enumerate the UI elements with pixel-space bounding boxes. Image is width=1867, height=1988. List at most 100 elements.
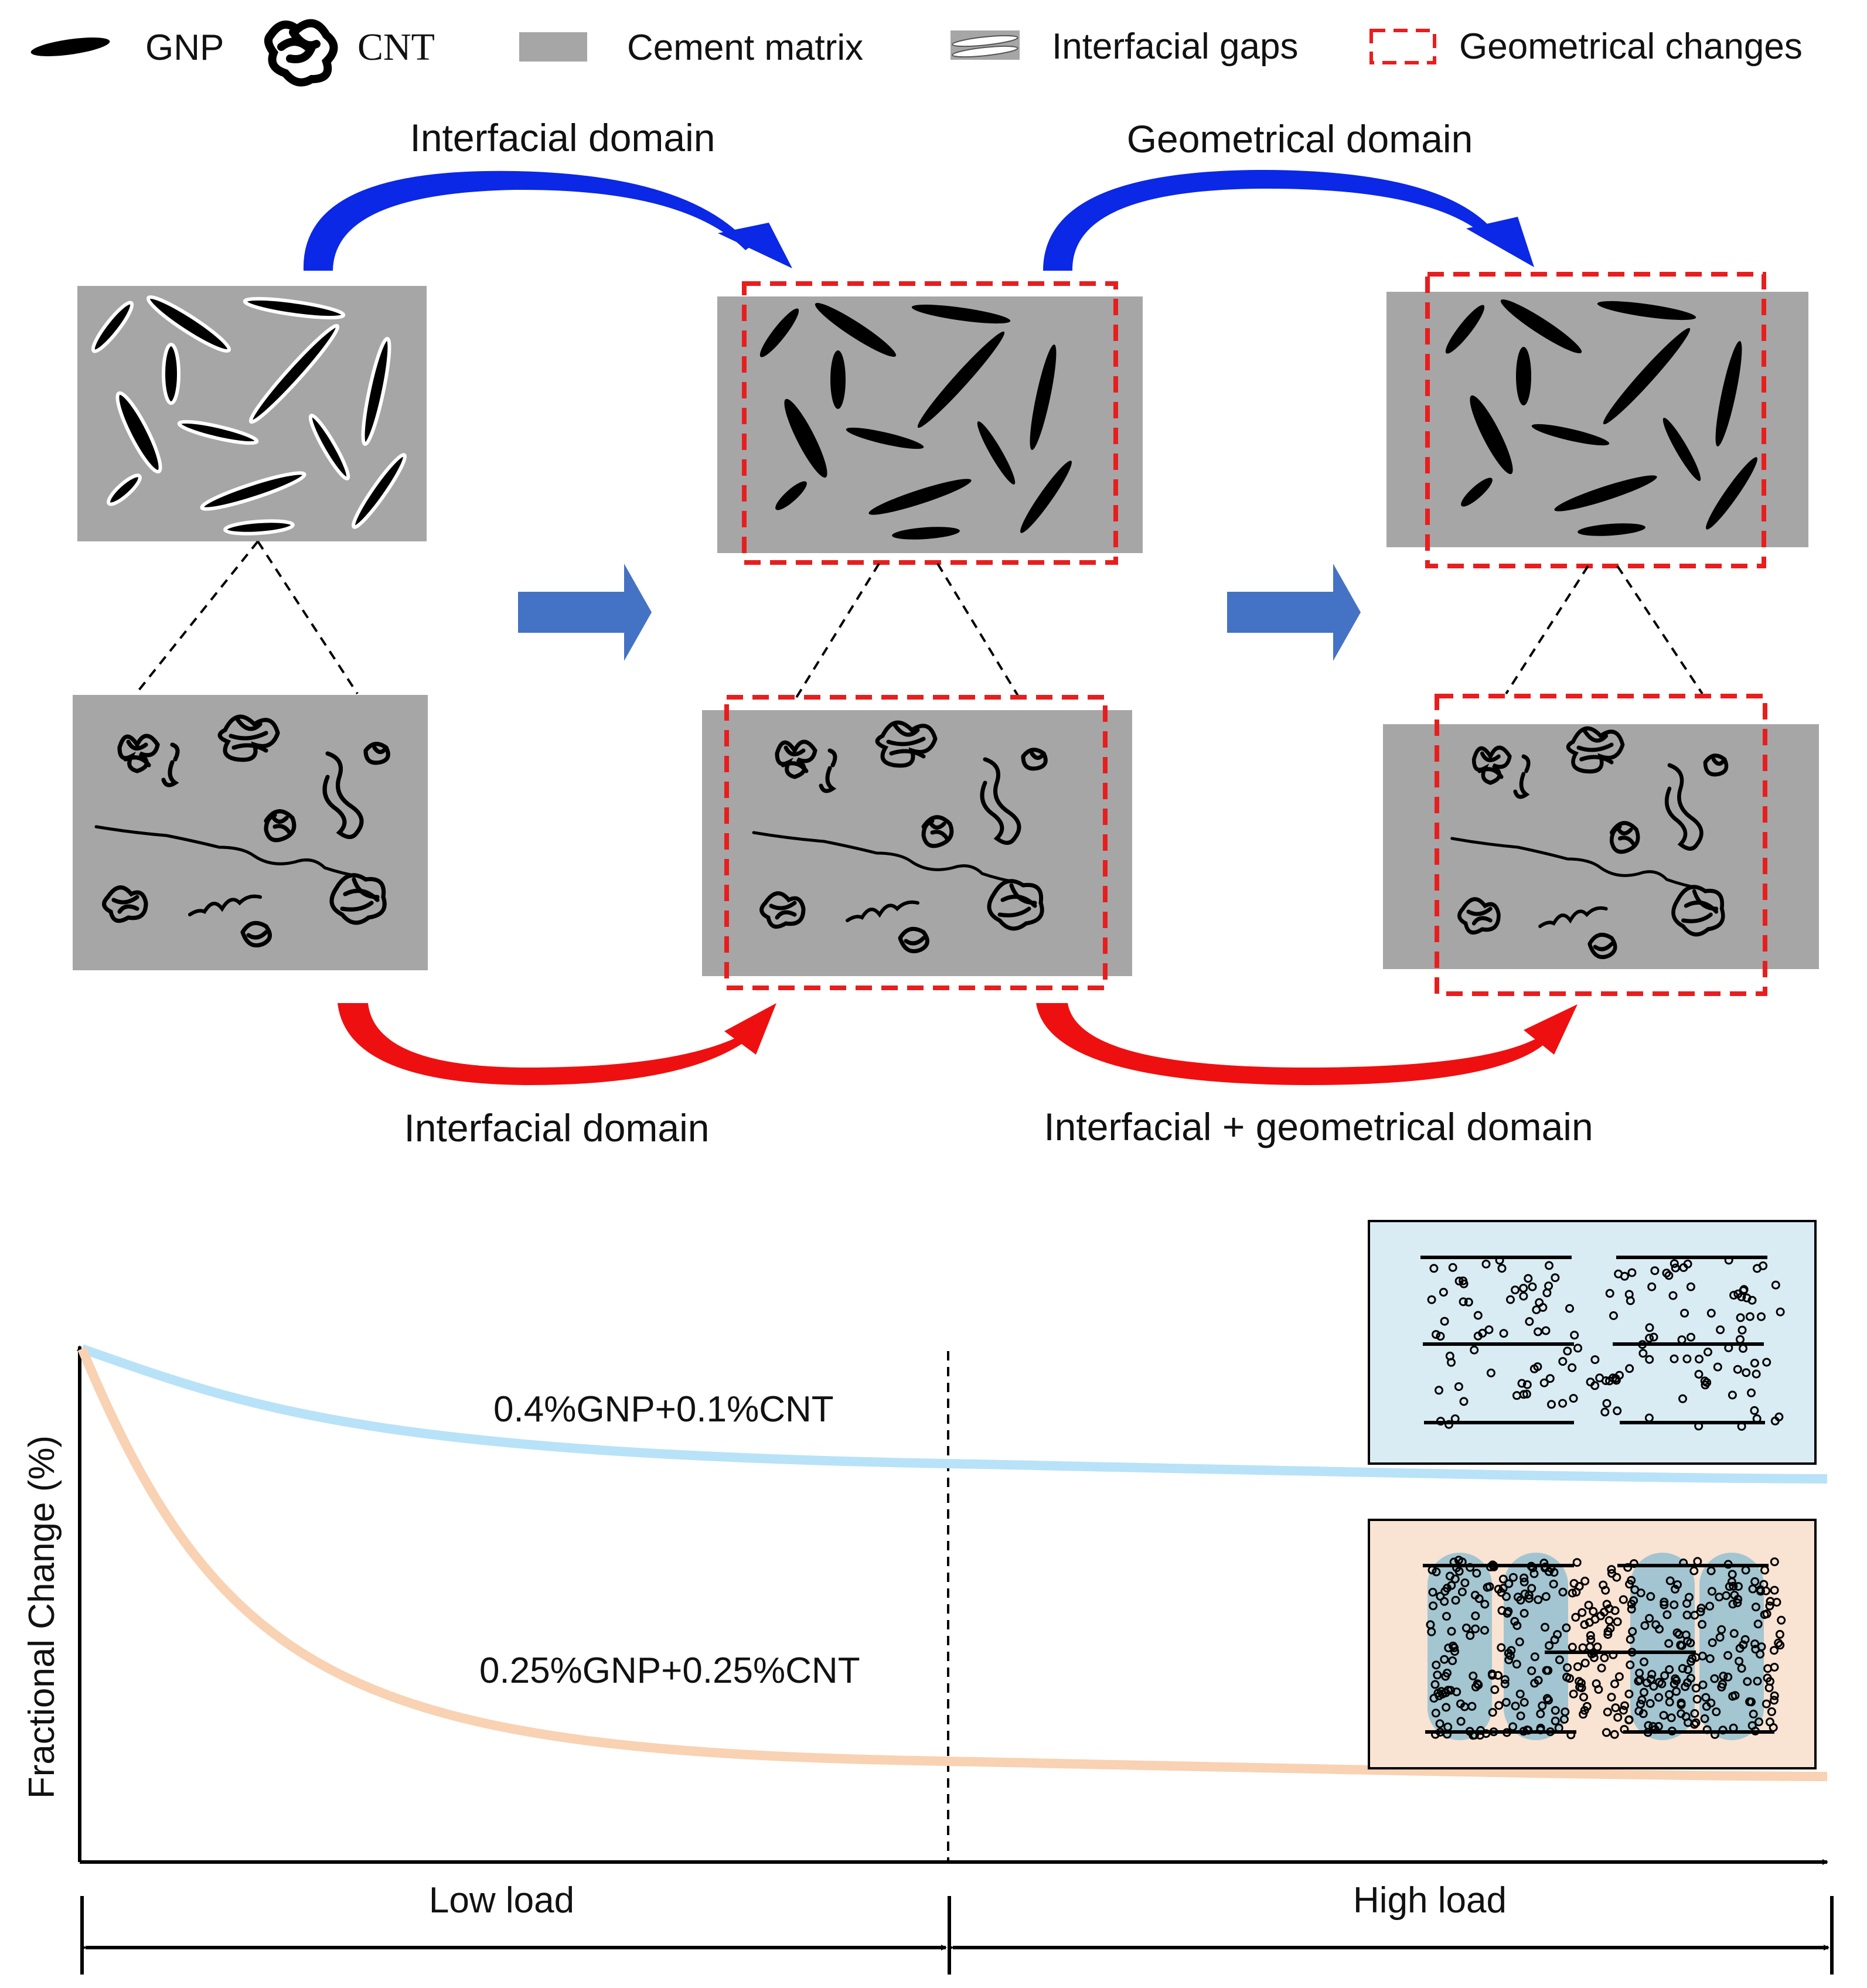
geometrical-change-outline bbox=[1425, 272, 1766, 568]
particle-dot bbox=[1487, 1669, 1497, 1679]
particle-dot bbox=[1745, 1312, 1754, 1321]
particle-dot bbox=[1728, 1692, 1737, 1701]
panel-initial-gnp bbox=[77, 286, 427, 541]
particle-dot bbox=[1690, 1709, 1699, 1718]
particle-dot bbox=[1627, 1604, 1636, 1614]
particle-dot bbox=[1677, 1335, 1687, 1345]
red-curved-arrow bbox=[338, 1003, 776, 1085]
particle-dot bbox=[1602, 1728, 1611, 1737]
particle-dot bbox=[1729, 1629, 1739, 1638]
particle-dot bbox=[1427, 1295, 1436, 1304]
particle-dot bbox=[1671, 1263, 1680, 1273]
particle-dot bbox=[1429, 1264, 1439, 1273]
particle-dot bbox=[1502, 1592, 1511, 1601]
particle-dot bbox=[1733, 1598, 1742, 1608]
y-axis-label: Fractional Change (%) bbox=[22, 1435, 62, 1799]
particle-dot bbox=[1471, 1624, 1480, 1634]
particle-dot bbox=[1679, 1559, 1688, 1567]
particle-dot bbox=[1576, 1679, 1586, 1688]
particle-dot bbox=[1480, 1600, 1490, 1609]
particle-dot bbox=[1456, 1717, 1466, 1726]
particle-dot bbox=[1702, 1701, 1711, 1711]
particle-dot bbox=[1428, 1588, 1437, 1597]
particle-dot bbox=[1678, 1394, 1687, 1403]
particle-dot bbox=[1723, 1560, 1733, 1569]
particle-dot bbox=[1580, 1706, 1589, 1715]
particle-dot bbox=[1609, 1311, 1618, 1320]
particle-dot bbox=[1520, 1609, 1529, 1618]
particle-dot bbox=[1447, 1626, 1456, 1636]
particle-dot bbox=[1724, 1343, 1733, 1352]
particle-dot bbox=[1449, 1557, 1459, 1567]
particle-dot bbox=[1733, 1365, 1742, 1374]
particle-dot bbox=[1519, 1284, 1528, 1293]
block-arrow-right bbox=[518, 564, 652, 661]
particle-dot bbox=[1736, 1335, 1745, 1344]
particle-dot bbox=[1645, 1355, 1654, 1364]
particle-dot bbox=[1502, 1728, 1511, 1737]
particle-dot bbox=[1500, 1679, 1510, 1689]
particle-dot bbox=[1624, 1689, 1634, 1699]
particle-dot bbox=[1650, 1266, 1660, 1276]
red-curved-arrow bbox=[1036, 1003, 1578, 1085]
particle-dot bbox=[1469, 1671, 1478, 1680]
particle-dot bbox=[1611, 1703, 1620, 1713]
particle-dot bbox=[1432, 1330, 1440, 1339]
particle-dot bbox=[1647, 1670, 1657, 1679]
particle-dot bbox=[1624, 1716, 1634, 1725]
particle-dot bbox=[1762, 1358, 1771, 1367]
particle-dot bbox=[1585, 1618, 1594, 1627]
particle-dot bbox=[1429, 1601, 1438, 1611]
particle-dot bbox=[1504, 1649, 1513, 1658]
particle-dot bbox=[1695, 1355, 1704, 1364]
particle-dot bbox=[1602, 1600, 1612, 1609]
particle-dot bbox=[1511, 1701, 1520, 1711]
particle-dot bbox=[1555, 1655, 1564, 1665]
particle-dot bbox=[1620, 1725, 1629, 1734]
particle-dot bbox=[1683, 1678, 1692, 1687]
particle-dot bbox=[1442, 1612, 1451, 1621]
particle-dot bbox=[1718, 1726, 1728, 1735]
particle-dot bbox=[1674, 1630, 1684, 1639]
particle-dot bbox=[1527, 1584, 1536, 1593]
particle-dot bbox=[1498, 1584, 1508, 1593]
particle-dot bbox=[1736, 1313, 1745, 1322]
gnp-legend-icon bbox=[30, 37, 110, 56]
particle-dot bbox=[1573, 1662, 1582, 1672]
particle-dot bbox=[1620, 1701, 1629, 1710]
panel-interfacial-cnt bbox=[702, 695, 1132, 990]
particle-dot bbox=[1476, 1731, 1485, 1740]
particle-dot bbox=[1670, 1354, 1679, 1363]
inset-dense-network bbox=[1368, 1519, 1817, 1769]
particle-dot bbox=[1536, 1726, 1545, 1734]
inset-sparse-network bbox=[1368, 1220, 1817, 1465]
particle-dot bbox=[1723, 1651, 1733, 1660]
particle-dot bbox=[1460, 1578, 1470, 1587]
bottom-arrow2-label: Interfacial + geometrical domain bbox=[1044, 1105, 1593, 1148]
particle-dot bbox=[1429, 1694, 1439, 1703]
particle-dot bbox=[1539, 1378, 1549, 1387]
particle-dot bbox=[1671, 1674, 1680, 1683]
particle-dot bbox=[1765, 1717, 1774, 1727]
particle-dot bbox=[1668, 1291, 1678, 1300]
particle-dot bbox=[1595, 1373, 1604, 1383]
particle-dot bbox=[1589, 1607, 1598, 1616]
particle-dot bbox=[1717, 1625, 1726, 1634]
particle-dot bbox=[1464, 1297, 1473, 1307]
particle-dot bbox=[1770, 1646, 1779, 1655]
particle-dot bbox=[1517, 1379, 1527, 1388]
particle-dot bbox=[1741, 1566, 1750, 1575]
particle-dot bbox=[1607, 1565, 1616, 1574]
particle-dot bbox=[1770, 1585, 1779, 1595]
chart: Fractional Change (%) 0.4%GNP+0.1%CNT 0.… bbox=[22, 1220, 1834, 1975]
particle-dot bbox=[1710, 1674, 1719, 1683]
particle-dot bbox=[1497, 1264, 1507, 1273]
particle-dot bbox=[1640, 1621, 1650, 1630]
particle-dot bbox=[1549, 1568, 1559, 1577]
particle-dot bbox=[1435, 1719, 1444, 1728]
particle-dot bbox=[1725, 1582, 1734, 1591]
particle-dot bbox=[1520, 1577, 1529, 1587]
particle-dot bbox=[1444, 1643, 1453, 1653]
particle-dot bbox=[1662, 1610, 1672, 1619]
particle-dot bbox=[1660, 1597, 1669, 1607]
